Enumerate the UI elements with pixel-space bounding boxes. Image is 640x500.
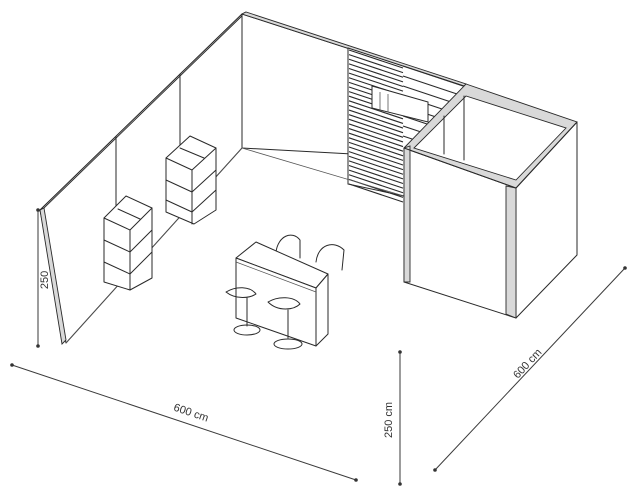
dimension-wall-height: 250: [36, 208, 51, 348]
slat-line: [348, 118, 404, 138]
slat-line: [348, 63, 404, 83]
slat-line: [348, 104, 404, 124]
slat-line: [348, 183, 404, 203]
slat-line: [348, 169, 404, 189]
slat-line: [348, 49, 404, 69]
slat-line: [348, 155, 404, 175]
dimension-height: 250 cm: [383, 350, 402, 486]
shelf-unit-left: [103, 195, 153, 291]
slat-line: [348, 141, 404, 161]
slat-line: [348, 137, 404, 157]
slat-line: [348, 67, 404, 88]
slat-line: [348, 100, 404, 120]
left-back-wall: [39, 11, 247, 345]
slat-line: [348, 174, 404, 194]
height-label: 250 cm: [383, 402, 395, 438]
slat-line: [348, 58, 404, 78]
storage-room: [403, 83, 578, 319]
slat-line: [348, 128, 404, 148]
bar-stool-2: [267, 297, 303, 350]
slat-line: [348, 164, 404, 185]
dimension-width: 600 cm: [10, 363, 358, 482]
counter: [235, 234, 345, 347]
slat-line: [348, 146, 404, 166]
shelf-unit-right: [165, 135, 217, 225]
slat-line: [348, 160, 404, 180]
slat-line: [402, 65, 464, 87]
slat-line: [348, 114, 404, 134]
depth-label: 600 cm: [511, 347, 544, 382]
slat-line: [348, 132, 404, 152]
slat-line: [348, 109, 404, 129]
slat-line: [402, 75, 464, 97]
width-label: 600 cm: [172, 402, 210, 425]
slat-line: [348, 54, 404, 74]
bar-stool-1: [225, 287, 261, 336]
slat-line: [348, 123, 404, 143]
slat-window: [371, 85, 429, 123]
slat-line: [348, 151, 404, 171]
slat-line: [348, 72, 404, 92]
wall-height-label: 250: [39, 271, 51, 289]
